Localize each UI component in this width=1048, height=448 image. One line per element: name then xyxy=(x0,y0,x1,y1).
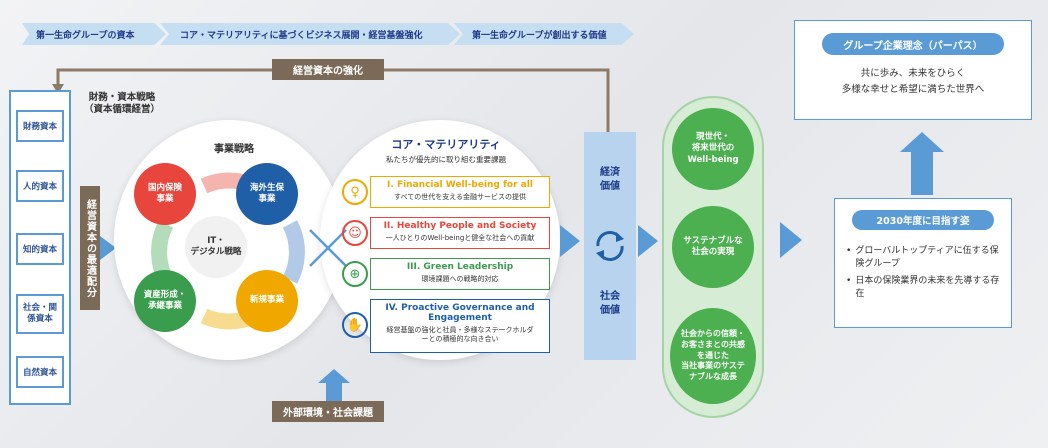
to-vision-arrow xyxy=(780,222,802,258)
to-purpose-arrow-head xyxy=(900,132,944,152)
external-arrow-head xyxy=(318,369,350,383)
green-leadership-icon: ⊕ xyxy=(342,261,368,287)
proactive-governance-icon: ✋ xyxy=(342,312,368,338)
purpose-text: 共に歩み、未来をひらく 多様な幸せと希望に満ちた世界へ xyxy=(841,68,985,96)
allocation-arrow xyxy=(100,236,116,260)
vision-bullet-2: •日本の保険業界の未来を先導する存在 xyxy=(846,276,1000,300)
capital-intellectual: 知的資本 xyxy=(16,233,64,265)
business-item-domestic: 国内保険事業 xyxy=(134,163,196,225)
header-step-value: 第一生命グループが創出する価値 xyxy=(454,23,634,45)
business-center-it-digital: IT・デジタル戦略 xyxy=(185,216,247,278)
vision-bullet-1: •グローバルトップティアに伍する保険グループ xyxy=(846,246,999,270)
external-arrow-shaft xyxy=(326,382,342,402)
purpose-title: グループ企業理念（パーパス） xyxy=(822,33,1004,55)
materiality-item-2: II. Healthy People and Society 一人ひとりのWel… xyxy=(370,217,550,249)
financial-wellbeing-icon: ♀ xyxy=(342,179,368,205)
healthy-society-icon: ☺ xyxy=(342,220,368,246)
outcome-sustainable-growth: 社会からの信頼・お客さまとの共感を通じた当社事業のサステナブルな成長 xyxy=(670,308,756,404)
business-item-new: 新規事業 xyxy=(236,270,298,332)
materiality-item-3: III. Green Leadership 環境課題への戦略的対応 xyxy=(370,258,550,290)
capital-financial: 財務資本 xyxy=(16,110,64,142)
to-value-arrow xyxy=(560,225,580,257)
header-step-capital: 第一生命グループの資本 xyxy=(22,23,166,45)
core-materiality-title: コア・マテリアリティ xyxy=(391,138,501,151)
cross-connector-icon xyxy=(309,229,347,267)
to-purpose-arrow-shaft xyxy=(911,151,933,195)
capital-natural: 自然資本 xyxy=(16,356,64,388)
social-value-label: 社会価値 xyxy=(600,291,620,316)
capital-social-relationship: 社会・関係資本 xyxy=(16,294,64,334)
header-step-business: コア・マテリアリティに基づくビジネス展開・経営基盤強化 xyxy=(160,23,460,45)
optimal-allocation-label: 経営資本の最適配分 xyxy=(80,186,100,310)
business-item-overseas: 海外生保事業 xyxy=(236,163,298,225)
outcome-sustainable-society: サステナブルな社会の実現 xyxy=(672,206,754,288)
to-outcomes-arrow xyxy=(638,225,658,257)
materiality-item-1: I. Financial Well-being for all すべての世代を支… xyxy=(370,176,550,208)
economic-value-label: 経済価値 xyxy=(600,167,620,192)
business-strategy-title: 事業戦略 xyxy=(214,144,254,155)
vision-2030-title: 2030年度に目指す姿 xyxy=(852,210,994,230)
capital-human: 人的資本 xyxy=(16,170,64,202)
cycle-icon xyxy=(596,231,624,261)
core-materiality-subtitle: 私たちが優先的に取り組む重要課題 xyxy=(386,155,506,164)
value-column xyxy=(584,132,636,360)
vision-2030-bullets: •グローバルトップティアに伍する保険グループ •日本の保険業界の未来を先導する存… xyxy=(846,245,1006,301)
financial-strategy-label: 財務・資本戦略 （資本循環経営） xyxy=(83,92,160,116)
materiality-item-4: IV. Proactive Governance and Engagement … xyxy=(370,299,550,353)
business-item-asset: 資産形成・承継事業 xyxy=(134,270,196,332)
external-environment-label: 外部環境・社会課題 xyxy=(272,401,384,422)
feedback-label: 経営資本の強化 xyxy=(272,59,384,80)
